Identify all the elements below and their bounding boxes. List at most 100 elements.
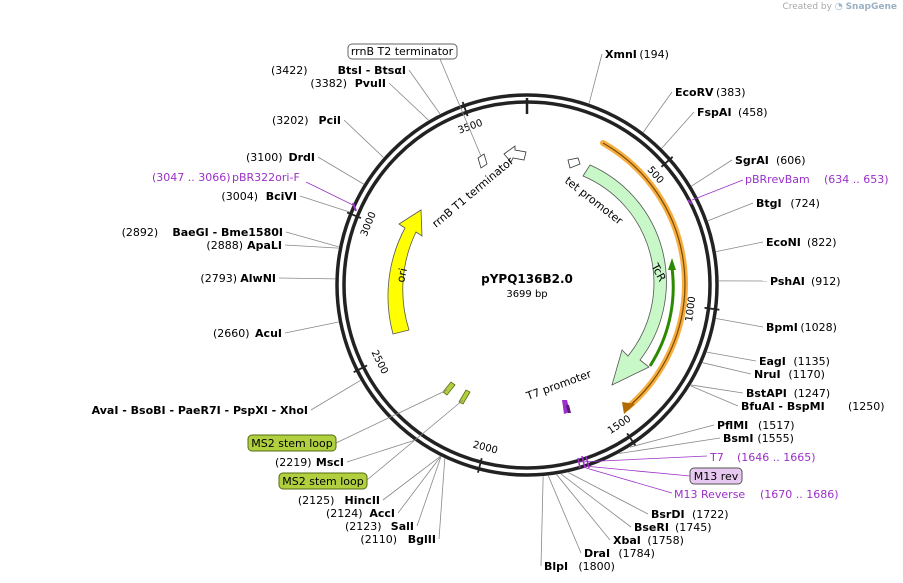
site-leader-apali <box>284 244 339 249</box>
site-pos-hincii: (2125) <box>298 494 335 507</box>
plasmid-name: pYPQ136B2.0 <box>481 272 573 286</box>
site-leader-acci <box>397 456 442 514</box>
rrnb-t1-label: rrnB T1 terminator <box>430 154 517 230</box>
credit-prefix: Created by <box>782 2 832 12</box>
site-name-pvuii: PvuII <box>355 77 386 90</box>
primer-m13reverse-name: M13 Reverse <box>674 488 745 501</box>
site-leader-btgi <box>707 202 754 222</box>
site-name-pcii: PciI <box>319 114 341 127</box>
credit: Created by ◔ SnapGene <box>782 2 897 12</box>
pbrrevbam-mark <box>687 199 693 205</box>
t7-promoter-glyph2-icon <box>566 405 571 413</box>
site-leader-avai <box>310 380 361 411</box>
tick-label-2000: 2000 <box>471 440 498 457</box>
tcr-arrow <box>582 164 667 386</box>
plasmid-size: 3699 bp <box>506 289 547 300</box>
site-leader-btsi <box>408 69 441 115</box>
site-pos-bglii: (2110) <box>360 533 397 546</box>
site-leader-bstapi <box>690 384 744 394</box>
site-pos-sali: (2123) <box>345 520 382 533</box>
site-leader-ecorv <box>642 91 673 133</box>
rrnb-t2-box <box>347 43 458 60</box>
site-leader-xmni <box>588 53 603 104</box>
site-leader-sgrai <box>691 159 733 187</box>
site-name-bfuai: BfuAI - BspMI <box>741 400 825 413</box>
tick-mark-3000 <box>346 211 362 219</box>
t7-promoter-label: T7 promoter <box>524 367 594 403</box>
primer-t7: T7 (1646 .. 1665) <box>579 451 816 464</box>
site-name-bsrdi: BsrDI <box>651 508 685 521</box>
site-pos-pflmi: (1517) <box>758 419 795 432</box>
primer-pbrrevbam-range: (634 .. 653) <box>824 173 889 186</box>
site-pos-drdi: (3100) <box>246 151 283 164</box>
rrnb-t2-label: rrnB T2 terminator <box>351 45 454 58</box>
site-leader-fspai <box>661 111 695 149</box>
backbone-outer <box>335 93 719 477</box>
site-leader-pvuii <box>388 82 429 121</box>
site-name-sali: SalI <box>391 520 414 533</box>
site-name-pflmi: PflMI <box>717 419 748 432</box>
site-pos-btsi: (3422) <box>271 64 308 77</box>
site-name-avai: AvaI - BsoBI - PaeR7I - PspXI - XhoI <box>92 404 308 417</box>
site-leader-acui <box>284 321 339 334</box>
site-name-baegi: BaeGI - Bme1580I <box>172 226 283 239</box>
site-name-alwni: AlwNI <box>240 272 276 285</box>
site-name-blpi: BlpI <box>544 560 568 573</box>
tick-mark-1000 <box>704 306 720 311</box>
tick-mark-2500 <box>353 364 368 373</box>
site-name-acui: AcuI <box>255 327 282 340</box>
site-pos-sgrai: (606) <box>776 154 806 167</box>
site-pos-econi: (822) <box>807 236 837 249</box>
site-leader-bcivi <box>299 195 350 213</box>
site-name-bstapi: BstAPI <box>746 387 787 400</box>
site-leader-nrui <box>702 362 752 375</box>
primer-t7-range: (1646 .. 1665) <box>737 451 816 464</box>
site-name-drai: DraI <box>584 547 610 560</box>
site-pos-ecorv: (383) <box>716 86 746 99</box>
primer-pbrrevbam: pBRrevBam (634 .. 653) <box>691 173 889 201</box>
site-pos-drai: (1784) <box>618 547 655 560</box>
site-leader-bfuai <box>690 385 739 407</box>
tick-label-1000: 1000 <box>684 296 698 323</box>
site-leader-bsrdi <box>568 472 649 515</box>
site-name-ecorv: EcoRV <box>675 86 714 99</box>
site-pos-bpmi: (1028) <box>800 321 837 334</box>
site-pos-bstapi: (1247) <box>794 387 831 400</box>
site-pos-bsmi: (1555) <box>757 432 794 445</box>
site-leader-eagi <box>706 351 757 362</box>
ms2-1-label: MS2 stem loop <box>251 437 333 450</box>
site-pos-msci: (2219) <box>275 456 312 469</box>
site-pos-btgi: (724) <box>790 197 820 210</box>
site-name-pshai: PshAI <box>770 275 805 288</box>
ori-label: ori <box>394 267 410 284</box>
primer-pbrrevbam-name: pBRrevBam <box>745 173 810 186</box>
site-pos-xmni: (194) <box>639 48 669 61</box>
green-inner-arc <box>648 267 675 367</box>
site-pos-nrui: (1170) <box>788 368 825 381</box>
site-leader-bglii <box>438 458 446 540</box>
tick-label-1500: 1500 <box>606 414 633 437</box>
site-name-bcivi: BciVI <box>266 190 297 203</box>
site-leader-alwni <box>278 277 336 280</box>
primer-m13reverse-range: (1670 .. 1686) <box>760 488 839 501</box>
site-name-btgi: BtgI <box>756 197 782 210</box>
site-leader-msci <box>346 440 415 463</box>
site-name-bglii: BglII <box>408 533 436 546</box>
site-name-sgrai: SgrAI <box>735 154 769 167</box>
site-name-xmni: XmnI <box>605 48 637 61</box>
orange-feature-arc-line <box>602 142 686 409</box>
site-pos-eagi: (1135) <box>793 355 830 368</box>
site-name-xbai: XbaI <box>613 534 641 547</box>
primer-pbr322ori-range: (3047 .. 3066) <box>152 171 231 184</box>
ms2-2-label: MS2 stem loop <box>282 475 364 488</box>
site-name-bpmi: BpmI <box>766 321 798 334</box>
site-pos-bsrdi: (1722) <box>692 508 729 521</box>
m13rev-label: M13 rev <box>694 470 739 483</box>
primer-pbr322ori-name: pBR322ori-F <box>232 171 300 184</box>
ms2-2-box <box>278 472 368 490</box>
site-leader-beri <box>560 473 632 528</box>
pbr322ori-mark <box>352 202 357 212</box>
site-name-nrui: NruI <box>754 368 781 381</box>
site-leader-pflmi <box>629 424 715 448</box>
